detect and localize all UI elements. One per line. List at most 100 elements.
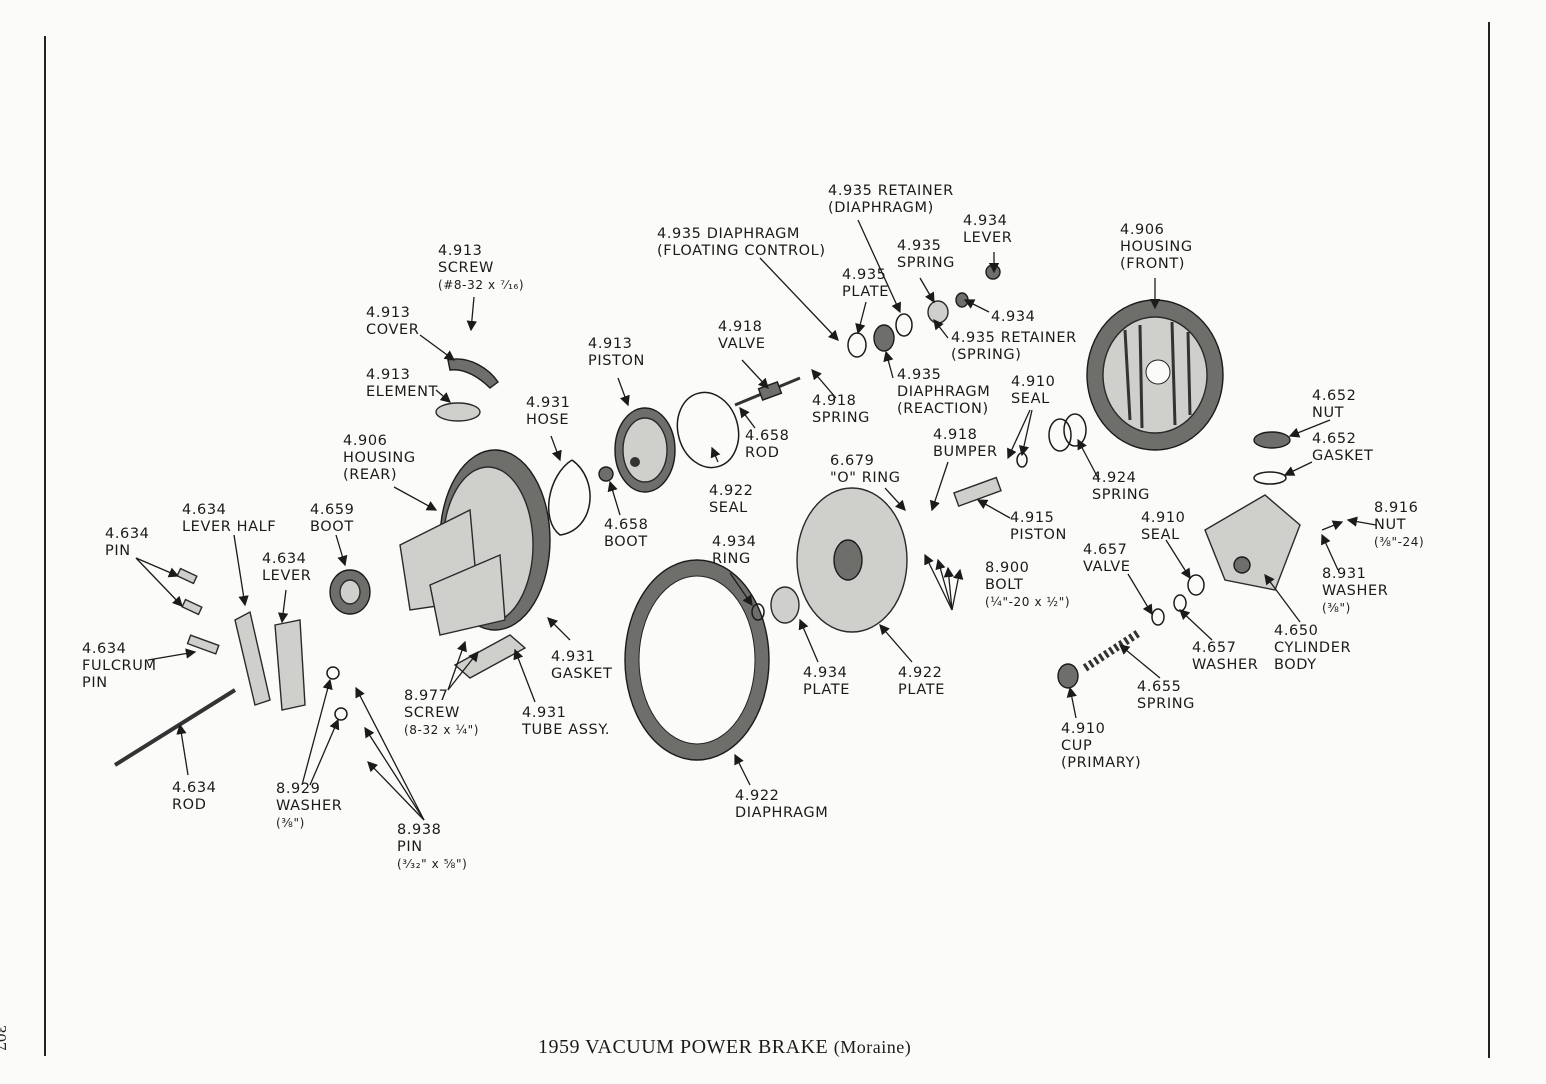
callout-line: 4.915 — [1010, 510, 1055, 526]
callout-line: 4.634 — [105, 526, 150, 542]
callout-line: ROD — [172, 797, 207, 813]
callout-line: 4.931 — [526, 395, 571, 411]
callout-line: TUBE ASSY. — [522, 722, 611, 738]
callout-line: VALVE — [718, 336, 766, 352]
callout-line: 4.634 — [182, 502, 227, 518]
callout-line: 4.634 — [262, 551, 307, 567]
callout-line: RING — [712, 551, 751, 567]
callout-retainer-diaphragm: 4.935 RETAINER(DIAPHRAGM) — [828, 183, 954, 217]
callout-line: WASHER — [1322, 583, 1389, 599]
diaphragm-part — [624, 559, 770, 761]
callout-line: (⅜"-24) — [1374, 535, 1425, 549]
callout-line: LEVER — [262, 568, 312, 584]
seal-ring-part — [676, 391, 740, 469]
lever-small-part — [985, 264, 1001, 280]
boot-4659-part — [329, 569, 371, 615]
callout-line: 4.918 — [718, 319, 763, 335]
callout-line: 4.935 RETAINER — [951, 330, 1077, 346]
nut-part — [1253, 431, 1291, 449]
callout-line: SEAL — [709, 500, 748, 516]
callout-line: 4.910 — [1011, 374, 1056, 390]
callout-line: FULCRUM — [82, 658, 157, 674]
callout-line: 4.906 — [343, 433, 388, 449]
callout-line: GASKET — [1312, 448, 1374, 464]
bumper-piston-part — [953, 476, 1002, 507]
callout-line: 8.931 — [1322, 566, 1367, 582]
plate-part — [796, 487, 908, 633]
tube-assy-part — [453, 634, 527, 679]
callout-line: ROD — [745, 445, 780, 461]
callout-line: 4.922 — [709, 483, 754, 499]
callout-line: PISTON — [588, 353, 645, 369]
callout-line: 4.910 — [1061, 721, 1106, 737]
callout-line: HOUSING — [1120, 239, 1193, 255]
callout-line: CUP — [1061, 738, 1093, 754]
element-part — [435, 402, 481, 422]
cover-part — [447, 358, 499, 389]
callout-line: 8.977 — [404, 688, 449, 704]
callout-line: (³⁄₃₂" x ⅝") — [397, 857, 468, 871]
callout-line: 4.922 — [735, 788, 780, 804]
callout-line: 4.935 — [842, 267, 887, 283]
callout-line: 4.650 — [1274, 623, 1319, 639]
callout-line: SPRING — [812, 410, 870, 426]
plate-ring-part — [847, 332, 867, 358]
front-housing-part — [1086, 299, 1224, 451]
callout-line: (SPRING) — [951, 347, 1022, 363]
reaction-diaphragm-part — [873, 324, 895, 352]
callout-line: ELEMENT — [366, 384, 438, 400]
callout-line: 8.900 — [985, 560, 1030, 576]
callout-line: COVER — [366, 322, 420, 338]
hose-part — [547, 459, 591, 536]
left-border-rule — [44, 36, 46, 1056]
callout-line: 4.924 — [1092, 470, 1137, 486]
right-border-rule — [1488, 22, 1490, 1058]
callout-line: 4.655 — [1137, 679, 1182, 695]
callout-line: 4.658 — [745, 428, 790, 444]
callout-line: SPRING — [1092, 487, 1150, 503]
retainer-ring-part — [895, 313, 913, 337]
callout-line: 4.931 — [522, 705, 567, 721]
callout-line: DIAPHRAGM — [897, 384, 991, 400]
callout-line: SCREW — [404, 705, 460, 721]
callout-line: (FRONT) — [1120, 256, 1186, 272]
callout-line: BOOT — [604, 534, 648, 550]
callout-line: (FLOATING CONTROL) — [657, 243, 826, 259]
callout-line: 4.658 — [604, 517, 649, 533]
callout-line: PIN — [105, 543, 131, 559]
callout-line: (8-32 x ¼") — [404, 723, 480, 737]
callout-line: DIAPHRAGM — [735, 805, 829, 821]
callout-line: NUT — [1374, 517, 1407, 533]
callout-line: WASHER — [1192, 657, 1259, 673]
callout-line: 4.913 — [588, 336, 633, 352]
callout-line: "O" RING — [830, 470, 901, 486]
caption-title: 1959 VACUUM POWER BRAKE — [538, 1036, 829, 1058]
plate-small-part — [770, 586, 800, 624]
callout-line: 4.918 — [933, 427, 978, 443]
